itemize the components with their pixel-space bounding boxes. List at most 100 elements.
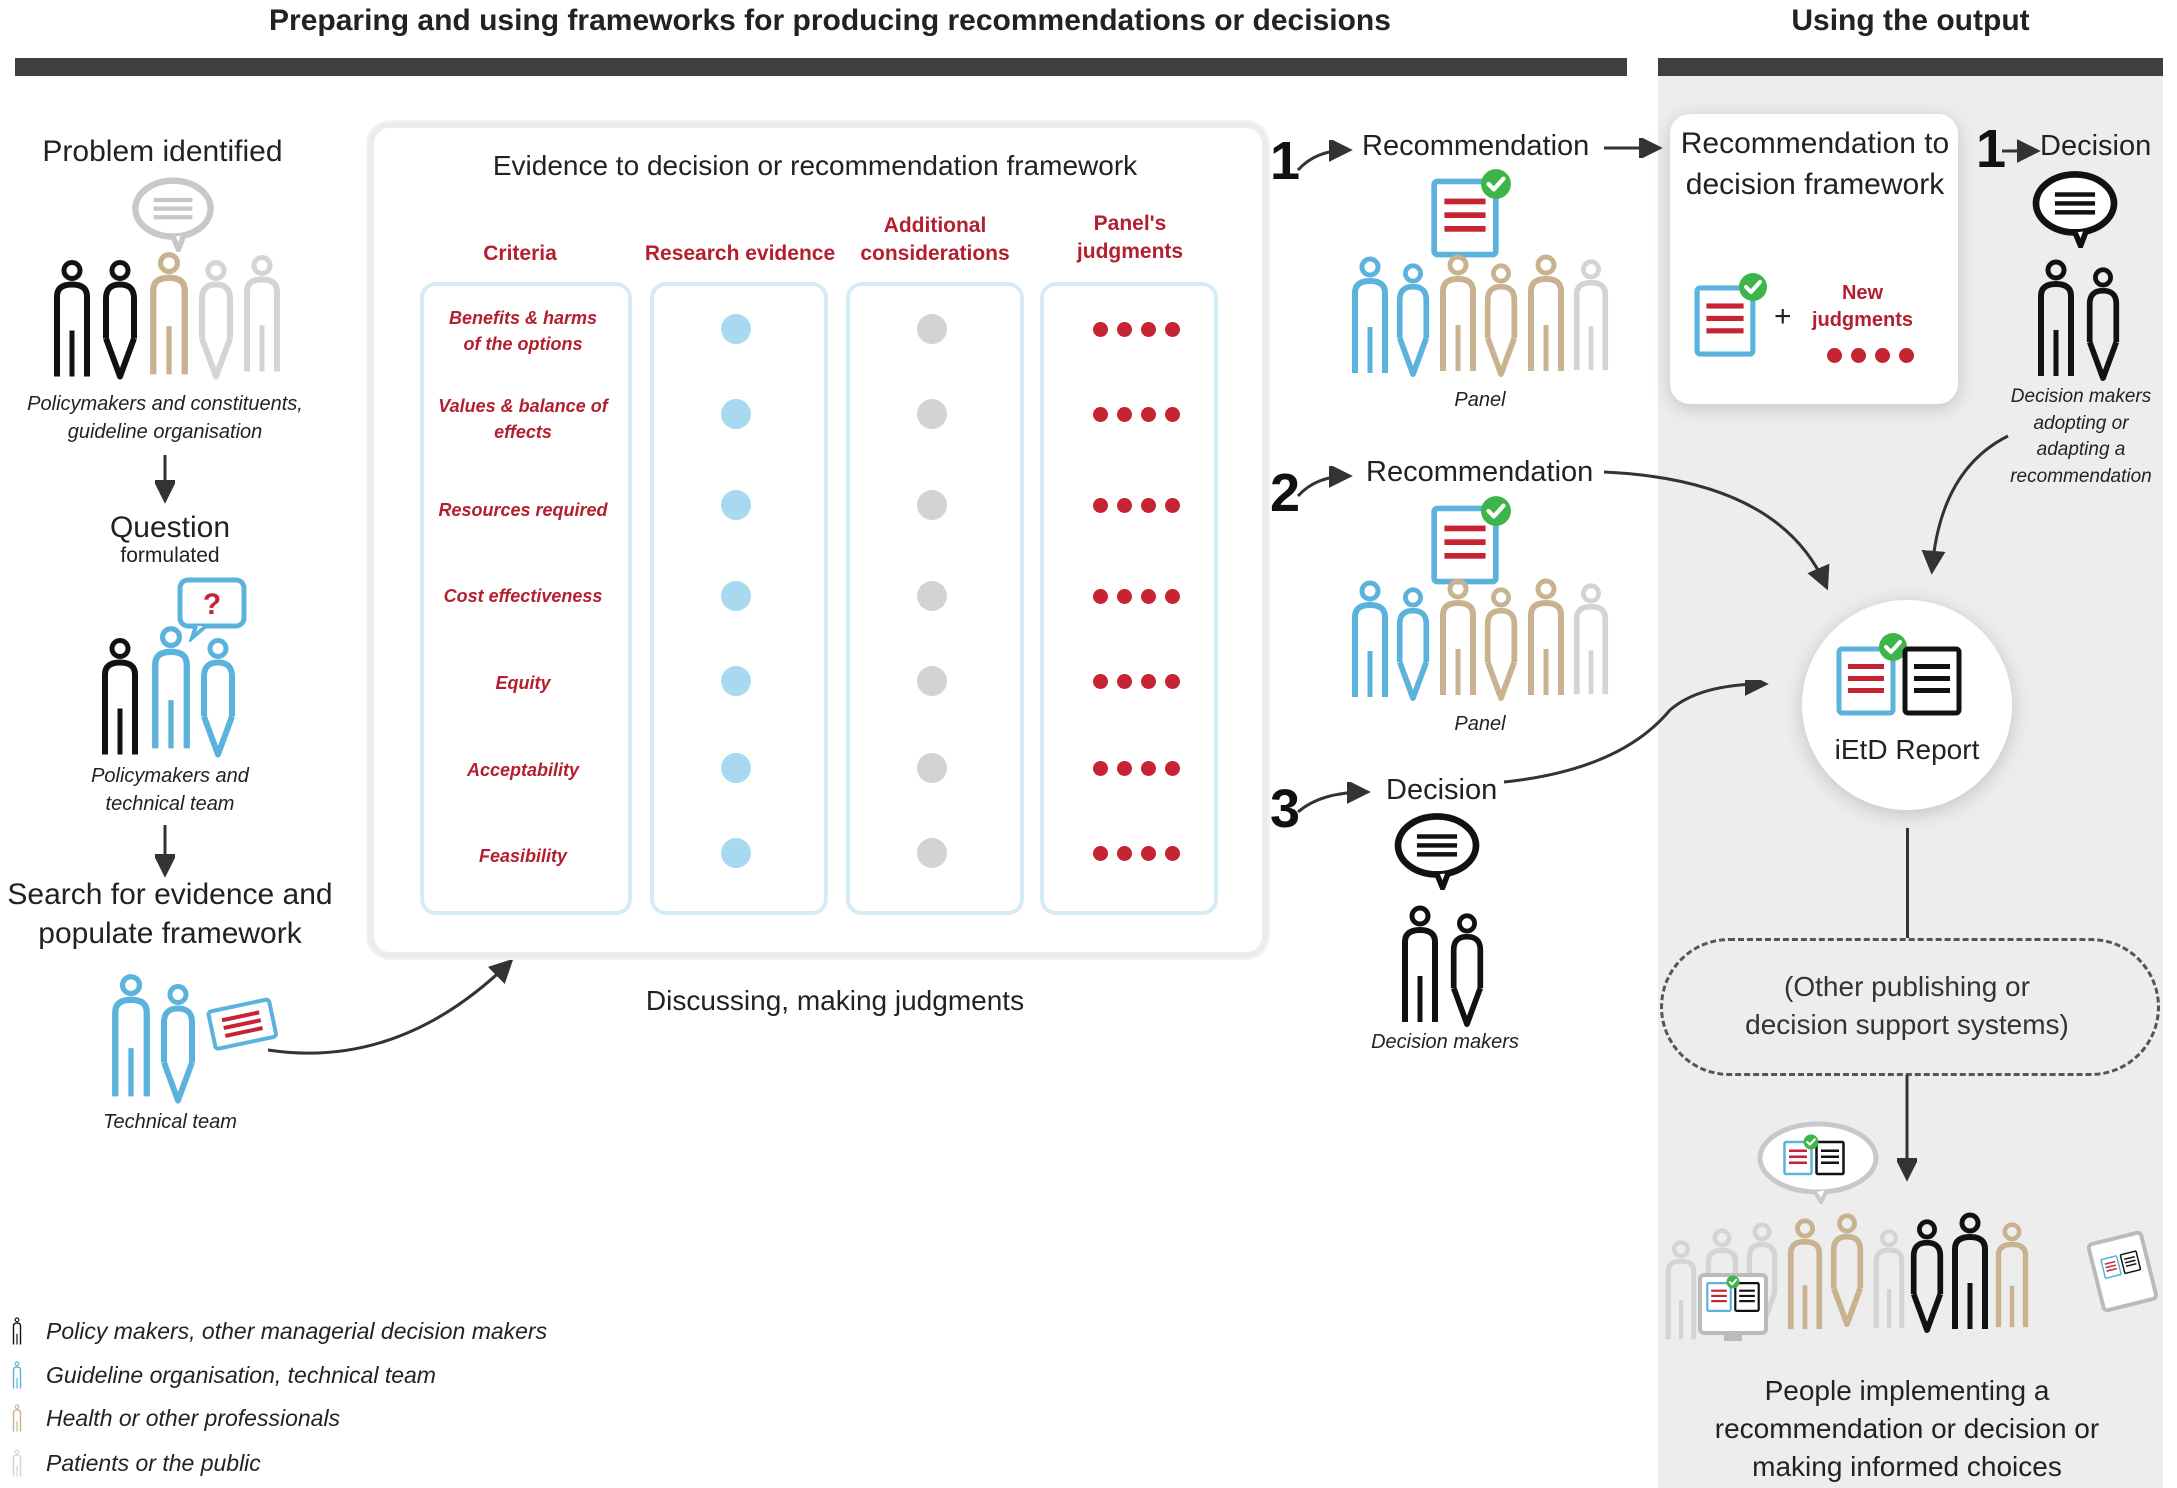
legend-label: Health or other professionals xyxy=(46,1404,341,1431)
rtd-document-icon xyxy=(1694,272,1768,362)
other-systems-box xyxy=(1660,938,2160,1076)
column-header-panels-judgments: Panel's judgments xyxy=(1076,212,1184,264)
arrow-decision-makers-to-report xyxy=(1921,434,2009,575)
right-decision-makers-icon xyxy=(2036,254,2136,384)
problem-caption: Policymakers and constituents, guideline… xyxy=(27,393,303,443)
down-arrow-1 xyxy=(155,455,175,504)
evidence-dot xyxy=(721,399,751,429)
legend-item-health-professionals: Health or other professionals xyxy=(10,1404,340,1432)
right-decision-label: Decision xyxy=(2040,130,2152,162)
framework-caption: Discussing, making judgments xyxy=(645,985,1025,1016)
arrow-rec2-to-report xyxy=(1603,470,1830,591)
decision-speech-icon xyxy=(1392,812,1482,890)
criterion-values-balance: Values & balance of effects xyxy=(438,396,608,443)
ietd-report-label: iEtD Report xyxy=(1834,734,1980,765)
column-header-research-evidence: Research evidence xyxy=(644,242,836,265)
arrow-to-framework xyxy=(267,958,514,1055)
judgment-dots xyxy=(1093,498,1180,513)
panel-group-icon-1 xyxy=(1350,246,1620,386)
decision-label: Decision xyxy=(1386,774,1498,806)
judgment-dots xyxy=(1093,322,1180,337)
search-evidence-label: Search for evidence and populate framewo… xyxy=(7,878,333,950)
consideration-dot xyxy=(917,314,947,344)
right-decision-speech-icon xyxy=(2030,170,2120,248)
legend-label: Patients or the public xyxy=(46,1449,261,1476)
consideration-dot xyxy=(917,838,947,868)
consideration-dot xyxy=(917,399,947,429)
recommendation-document-icon xyxy=(1430,168,1520,258)
criterion-cost-effectiveness: Cost effectiveness xyxy=(443,586,603,606)
arrow-rec-to-card xyxy=(1604,138,1663,158)
legend-person-icon xyxy=(10,1449,24,1477)
header-left: Preparing and using frameworks for produ… xyxy=(269,4,1391,37)
output-number-3: 3 xyxy=(1270,779,1301,839)
recommendation-1-label: Recommendation xyxy=(1362,130,1590,162)
stakeholder-group-icon xyxy=(52,246,292,386)
evidence-dot xyxy=(721,838,751,868)
legend-label: Policy makers, other managerial decision… xyxy=(46,1317,548,1344)
rtd-card-title: Recommendation to decision framework xyxy=(1680,127,1950,201)
new-judgments-label: New judgments xyxy=(1811,282,1914,331)
evidence-dot xyxy=(721,314,751,344)
people-implementing-label: People implementing a recommendation or … xyxy=(1714,1375,2100,1482)
evidence-dot xyxy=(721,581,751,611)
legend-item-guideline-organisation: Guideline organisation, technical team xyxy=(10,1361,436,1389)
criterion-benefits-harms: Benefits & harms of the options xyxy=(448,308,598,355)
down-arrow-2 xyxy=(155,825,175,878)
criterion-resources: Resources required xyxy=(438,500,608,520)
criterion-feasibility: Feasibility xyxy=(478,846,568,866)
evidence-dot xyxy=(721,490,751,520)
consideration-dot xyxy=(917,490,947,520)
legend-person-icon xyxy=(10,1404,24,1432)
question-sub-label: formulated xyxy=(120,544,220,567)
judgment-dots xyxy=(1093,674,1180,689)
legend-item-patients-public: Patients or the public xyxy=(10,1449,261,1477)
people-speech-bubble-icon xyxy=(1757,1121,1879,1204)
plus-sign: + xyxy=(1774,300,1792,333)
report-connector-line xyxy=(1906,828,1909,938)
consideration-dot xyxy=(917,581,947,611)
arrow-1b xyxy=(2002,139,2041,163)
consideration-dot xyxy=(917,753,947,783)
question-bubble-icon: ? xyxy=(177,577,247,642)
legend-label: Guideline organisation, technical team xyxy=(46,1361,436,1388)
problem-identified-label: Problem identified xyxy=(42,135,283,168)
arrow-1 xyxy=(1296,140,1353,172)
technical-team-icon xyxy=(110,968,278,1108)
output-number-1b: 1 xyxy=(1976,119,2007,179)
decision-makers-adapting-caption: Decision makers adopting or adapting a r… xyxy=(2010,386,2152,487)
technical-team-caption: Technical team xyxy=(103,1111,237,1133)
legend-person-icon xyxy=(10,1317,24,1345)
panel-2-caption: Panel xyxy=(1454,713,1506,735)
consideration-dot xyxy=(917,666,947,696)
judgment-dots xyxy=(1093,407,1180,422)
people-implementing-group-icon xyxy=(1664,1205,2158,1355)
column-header-additional-considerations: Additional considerations xyxy=(860,214,1010,266)
judgment-dots xyxy=(1093,761,1180,776)
arrow-2 xyxy=(1296,466,1353,498)
judgment-dots xyxy=(1093,846,1180,861)
svg-text:?: ? xyxy=(203,588,221,621)
legend-item-policy-makers: Policy makers, other managerial decision… xyxy=(10,1317,547,1345)
new-judgment-dots xyxy=(1827,348,1914,363)
arrow-decision-to-report xyxy=(1503,680,1769,784)
panel-1-caption: Panel xyxy=(1454,389,1506,411)
question-label: Question xyxy=(109,511,231,544)
legend-person-icon xyxy=(10,1361,24,1389)
criterion-acceptability: Acceptability xyxy=(466,760,580,780)
evidence-dot xyxy=(721,666,751,696)
output-number-1: 1 xyxy=(1270,131,1301,191)
speech-bubble-icon xyxy=(130,176,216,252)
header-right: Using the output xyxy=(1791,4,2030,37)
criterion-equity: Equity xyxy=(495,673,551,693)
evidence-dot xyxy=(721,753,751,783)
other-systems-label: (Other publishing or decision support sy… xyxy=(1745,971,2069,1040)
decision-makers-icon xyxy=(1400,900,1500,1030)
criteria-column xyxy=(420,282,632,915)
header-bar-right xyxy=(1658,58,2163,76)
recommendation-2-label: Recommendation xyxy=(1366,456,1594,488)
output-number-2: 2 xyxy=(1270,463,1301,523)
question-team-icon xyxy=(100,620,250,760)
header-bar-left xyxy=(15,58,1627,76)
judgment-dots xyxy=(1093,589,1180,604)
